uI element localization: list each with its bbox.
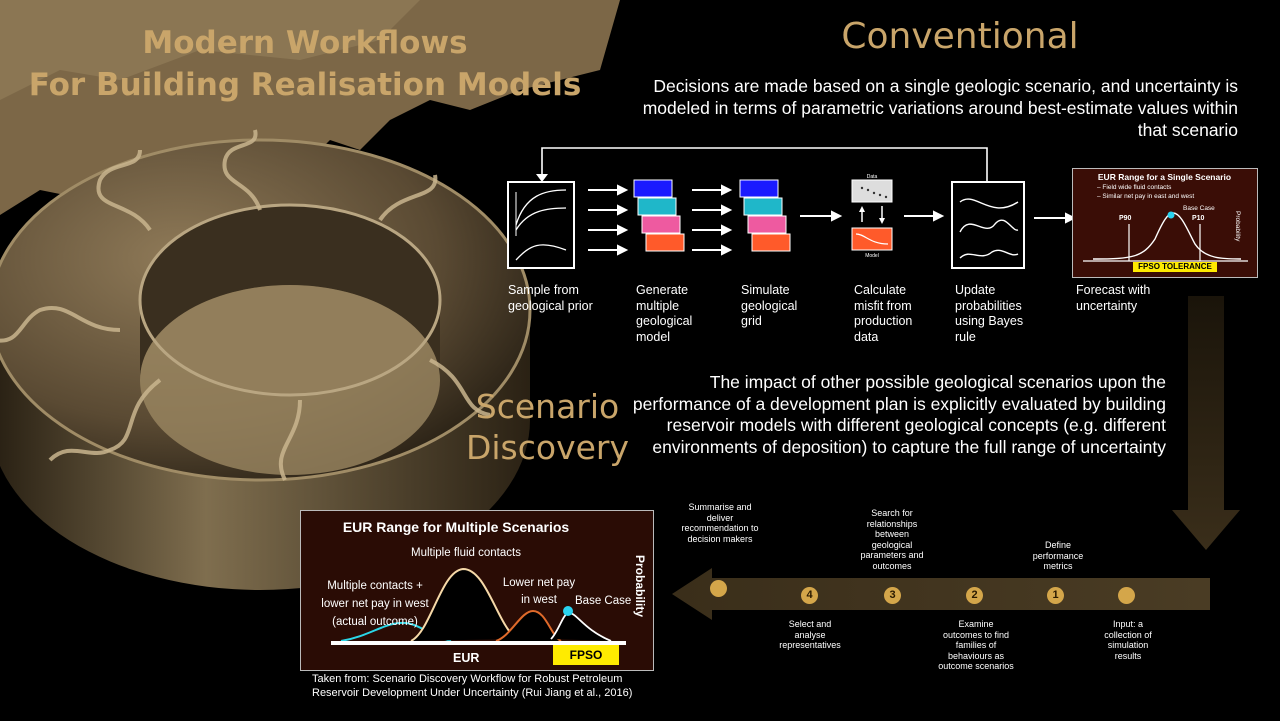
conventional-description: Decisions are made based on a single geo…	[642, 76, 1238, 140]
citation-line-2: Reservoir Development Under Uncertainty …	[312, 687, 633, 699]
sample-curve-2	[515, 207, 567, 231]
eur-single-bullet-2: – Similar net pay in east and west	[1097, 193, 1195, 200]
eur-multi-plot	[331, 567, 626, 645]
eur-multi-fpso: FPSO	[553, 645, 619, 665]
step-generate-label: Generate multiple geological model	[636, 283, 693, 344]
step-forecast-label: Forecast with uncertainty	[1076, 283, 1151, 313]
timeline-define-text: Define performance metrics	[1032, 540, 1084, 571]
eur-single-plot	[1083, 211, 1248, 262]
eur-single-fpso-tolerance: FPSO TOLERANCE	[1133, 262, 1217, 272]
generate-models-stack	[633, 179, 685, 252]
timeline-summarise-text: Summarise and deliver recommendation to …	[681, 502, 759, 544]
eur-multi-lower-net-label: Lower net pay in west	[497, 575, 581, 609]
misfit-model-label: Model	[865, 253, 879, 259]
misfit-data-label: Data	[867, 174, 878, 180]
timeline-marker-3: 3	[884, 587, 901, 604]
scenario-heading-line-1: Scenario	[475, 387, 620, 426]
timeline-input-text: Input: a collection of simulation result…	[1104, 619, 1152, 661]
arrow-update-to-forecast	[1034, 212, 1077, 224]
step-sample-label: Sample from geological prior	[508, 283, 593, 313]
eur-multi-actual-outcome-label: Multiple contacts + lower net pay in wes…	[309, 577, 441, 631]
eur-single-title: EUR Range for a Single Scenario	[1097, 172, 1232, 182]
title-line-1: Modern Workflows	[142, 25, 468, 61]
conventional-workflow-diagram: Data Model	[507, 147, 1077, 269]
conventional-heading: Conventional	[841, 16, 1079, 57]
arrows-sample-to-generate	[588, 184, 629, 256]
slide-title: Modern Workflows For Building Realisatio…	[20, 22, 590, 106]
scenario-heading-line-2: Discovery	[465, 428, 630, 467]
down-arrow	[1172, 296, 1240, 550]
eur-single-bullet-1-text: Field wide fluid contacts	[1102, 184, 1172, 191]
eur-single-p10: P10	[1192, 215, 1205, 222]
eur-multi-actual-line-3: (actual outcome)	[332, 616, 418, 628]
sample-box	[507, 181, 575, 269]
citation: Taken from: Scenario Discovery Workflow …	[312, 672, 672, 700]
arrow-simulate-to-misfit	[800, 210, 843, 222]
eur-multi-eur-axis-label: EUR	[453, 651, 480, 665]
eur-multiple-scenarios-chart: EUR Range for Multiple Scenarios Multipl…	[300, 510, 654, 671]
eur-single-bullet-1: – Field wide fluid contacts	[1097, 184, 1172, 191]
citation-line-1: Taken from: Scenario Discovery Workflow …	[312, 673, 623, 685]
eur-multi-base-case: Base Case	[575, 595, 632, 607]
timeline-marker-1: 1	[1047, 587, 1064, 604]
arrow-misfit-to-update	[904, 210, 945, 222]
scenario-discovery-heading: Scenario Discovery	[465, 386, 630, 468]
sample-curve-3	[515, 244, 567, 261]
timeline-select-text: Select and analyse representatives	[779, 619, 841, 650]
sample-curve-1	[515, 189, 567, 226]
step-update-label: Update probabilities using Bayes rule	[955, 283, 1024, 344]
eur-multi-lower-net-line-1: Lower net pay	[502, 577, 576, 589]
simulate-grid-stack	[739, 179, 791, 252]
eur-multi-actual-line-2: lower net pay in west	[321, 598, 429, 610]
eur-multi-probability: Probability	[633, 555, 647, 618]
arrows-generate-to-simulate	[692, 184, 733, 256]
eur-single-bullet-2-text: Similar net pay in east and west	[1102, 193, 1195, 200]
timeline-marker-4: 4	[801, 587, 818, 604]
feedback-loop-arrowhead	[536, 174, 548, 182]
eur-single-base-case: Base Case	[1183, 205, 1215, 212]
feedback-loop-arrow	[541, 147, 988, 182]
timeline-examine-text: Examine outcomes to find families of beh…	[938, 619, 1014, 671]
misfit-panel	[851, 179, 893, 251]
eur-single-probability: Probability	[1234, 211, 1241, 242]
step-simulate-label: Simulate geological grid	[741, 283, 798, 328]
timeline-search-text: Search for relationships between geologi…	[860, 508, 924, 571]
eur-multi-title: EUR Range for Multiple Scenarios	[342, 519, 570, 535]
title-line-2: For Building Realisation Models	[28, 67, 582, 103]
eur-multi-lower-net-line-2: in west	[521, 594, 557, 606]
eur-single-scenario-chart: EUR Range for a Single Scenario – Field …	[1072, 168, 1258, 278]
timeline-marker-2: 2	[966, 587, 983, 604]
timeline-marker-start	[1118, 587, 1135, 604]
eur-multi-actual-line-1: Multiple contacts +	[327, 580, 423, 592]
timeline-arrow	[672, 568, 1210, 620]
timeline-marker-end	[710, 580, 727, 597]
eur-single-p90: P90	[1119, 215, 1132, 222]
eur-multi-fluid-label: Multiple fluid contacts	[411, 547, 521, 559]
step-misfit-label: Calculate misfit from production data	[854, 283, 913, 344]
scenario-description: The impact of other possible geological …	[632, 372, 1166, 457]
